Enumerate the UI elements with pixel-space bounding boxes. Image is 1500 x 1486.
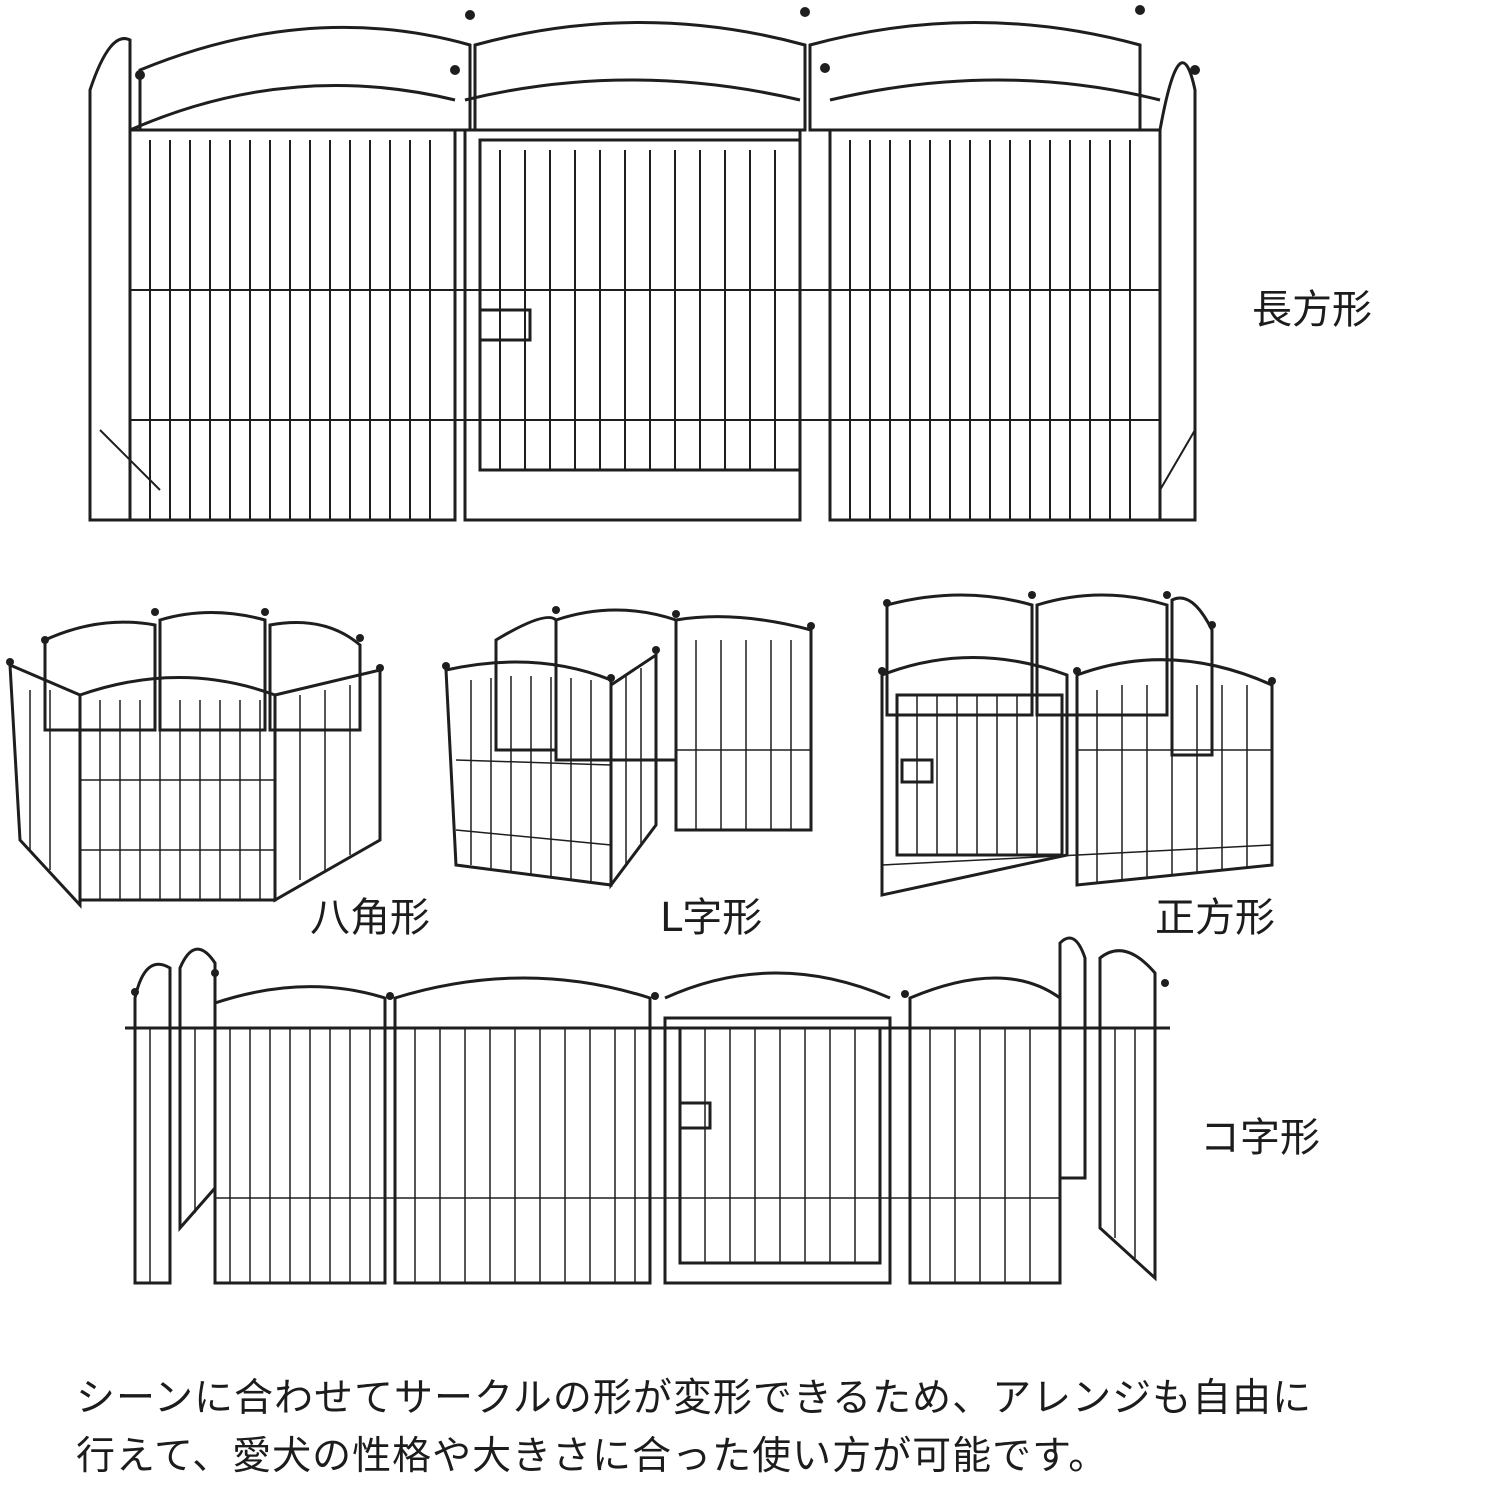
fence-square-drawing bbox=[878, 591, 1276, 897]
description-caption: シーンに合わせてサークルの形が変形できるため、アレンジも自由に 行えて、愛犬の性… bbox=[76, 1370, 1496, 1486]
fence-octagon-drawing bbox=[6, 608, 384, 909]
label-octagon: 八角形 bbox=[310, 895, 430, 941]
label-square: 正方形 bbox=[1155, 895, 1275, 941]
caption-line-1: シーンに合わせてサークルの形が変形できるため、アレンジも自由に bbox=[76, 1376, 1313, 1421]
label-u-shape: コ字形 bbox=[1200, 1115, 1320, 1161]
fence-square-image bbox=[872, 585, 1282, 900]
fence-octagon-image bbox=[0, 600, 390, 910]
fence-l-shape-drawing bbox=[442, 606, 815, 890]
fence-l-shape-image bbox=[436, 600, 821, 895]
fence-u-shape-image bbox=[125, 928, 1170, 1290]
fence-u-shape-drawing bbox=[125, 936, 1170, 1285]
fence-rectangle-image bbox=[70, 0, 1210, 530]
label-l-shape: L字形 bbox=[660, 895, 763, 941]
fence-rectangle-drawing bbox=[88, 5, 1200, 522]
label-rectangle: 長方形 bbox=[1252, 287, 1372, 333]
caption-line-2: 行えて、愛犬の性格や大きさに合った使い方が可能です。 bbox=[76, 1434, 1109, 1479]
